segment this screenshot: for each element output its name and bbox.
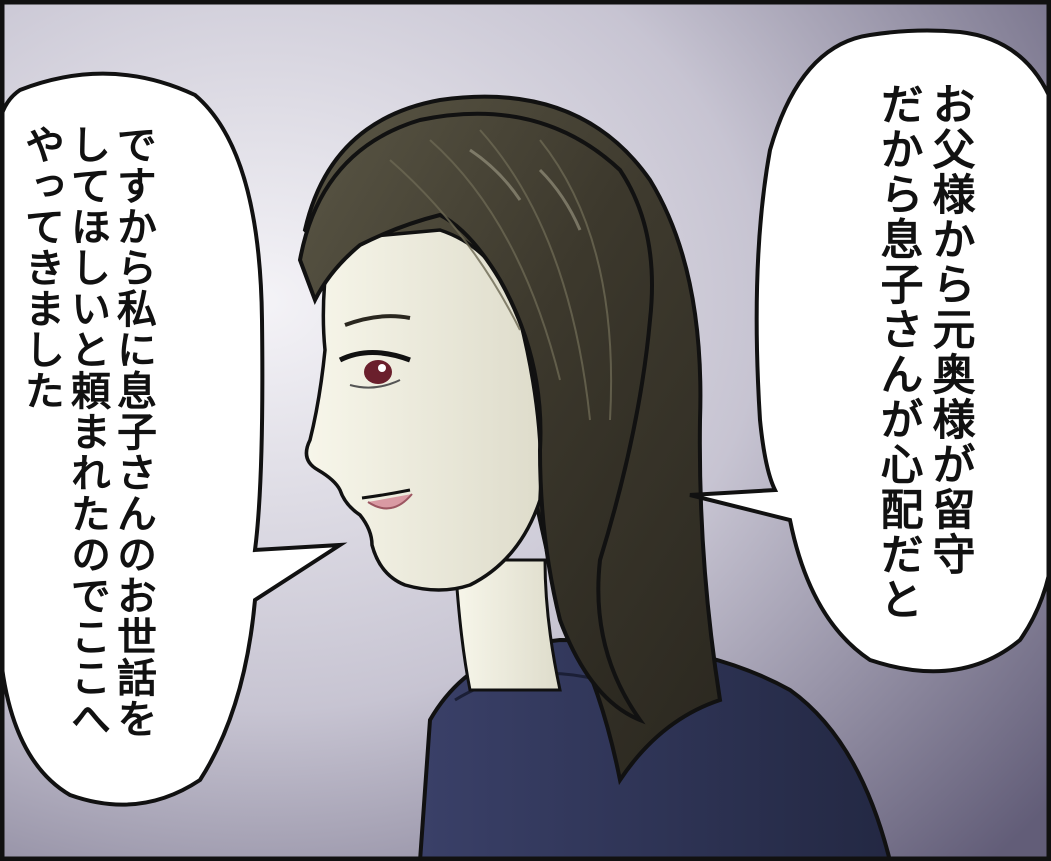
eye: [338, 350, 411, 389]
speech-line: やってきました: [18, 124, 64, 411]
speech-text-left: ですから私に息子さんのお世話を してほしいと頼まれたのでここへ やってきました: [18, 124, 156, 739]
speech-line: だから息子さんが心配だと: [873, 82, 923, 622]
neck: [453, 558, 562, 692]
mouth: [361, 488, 413, 510]
speech-text-right: お父様から元奥様が留守 だから息子さんが心配だと: [872, 82, 976, 622]
hair-front: [297, 111, 654, 725]
speech-line: お父様から元奥様が留守: [925, 82, 975, 577]
eyebrow: [344, 314, 411, 327]
speech-line: ですから私に息子さんのお世話を: [110, 124, 156, 739]
speech-line: してほしいと頼まれたのでここへ: [64, 124, 110, 739]
speech-bubble-left: [0, 71, 348, 807]
speech-bubble-right: [689, 28, 1051, 674]
